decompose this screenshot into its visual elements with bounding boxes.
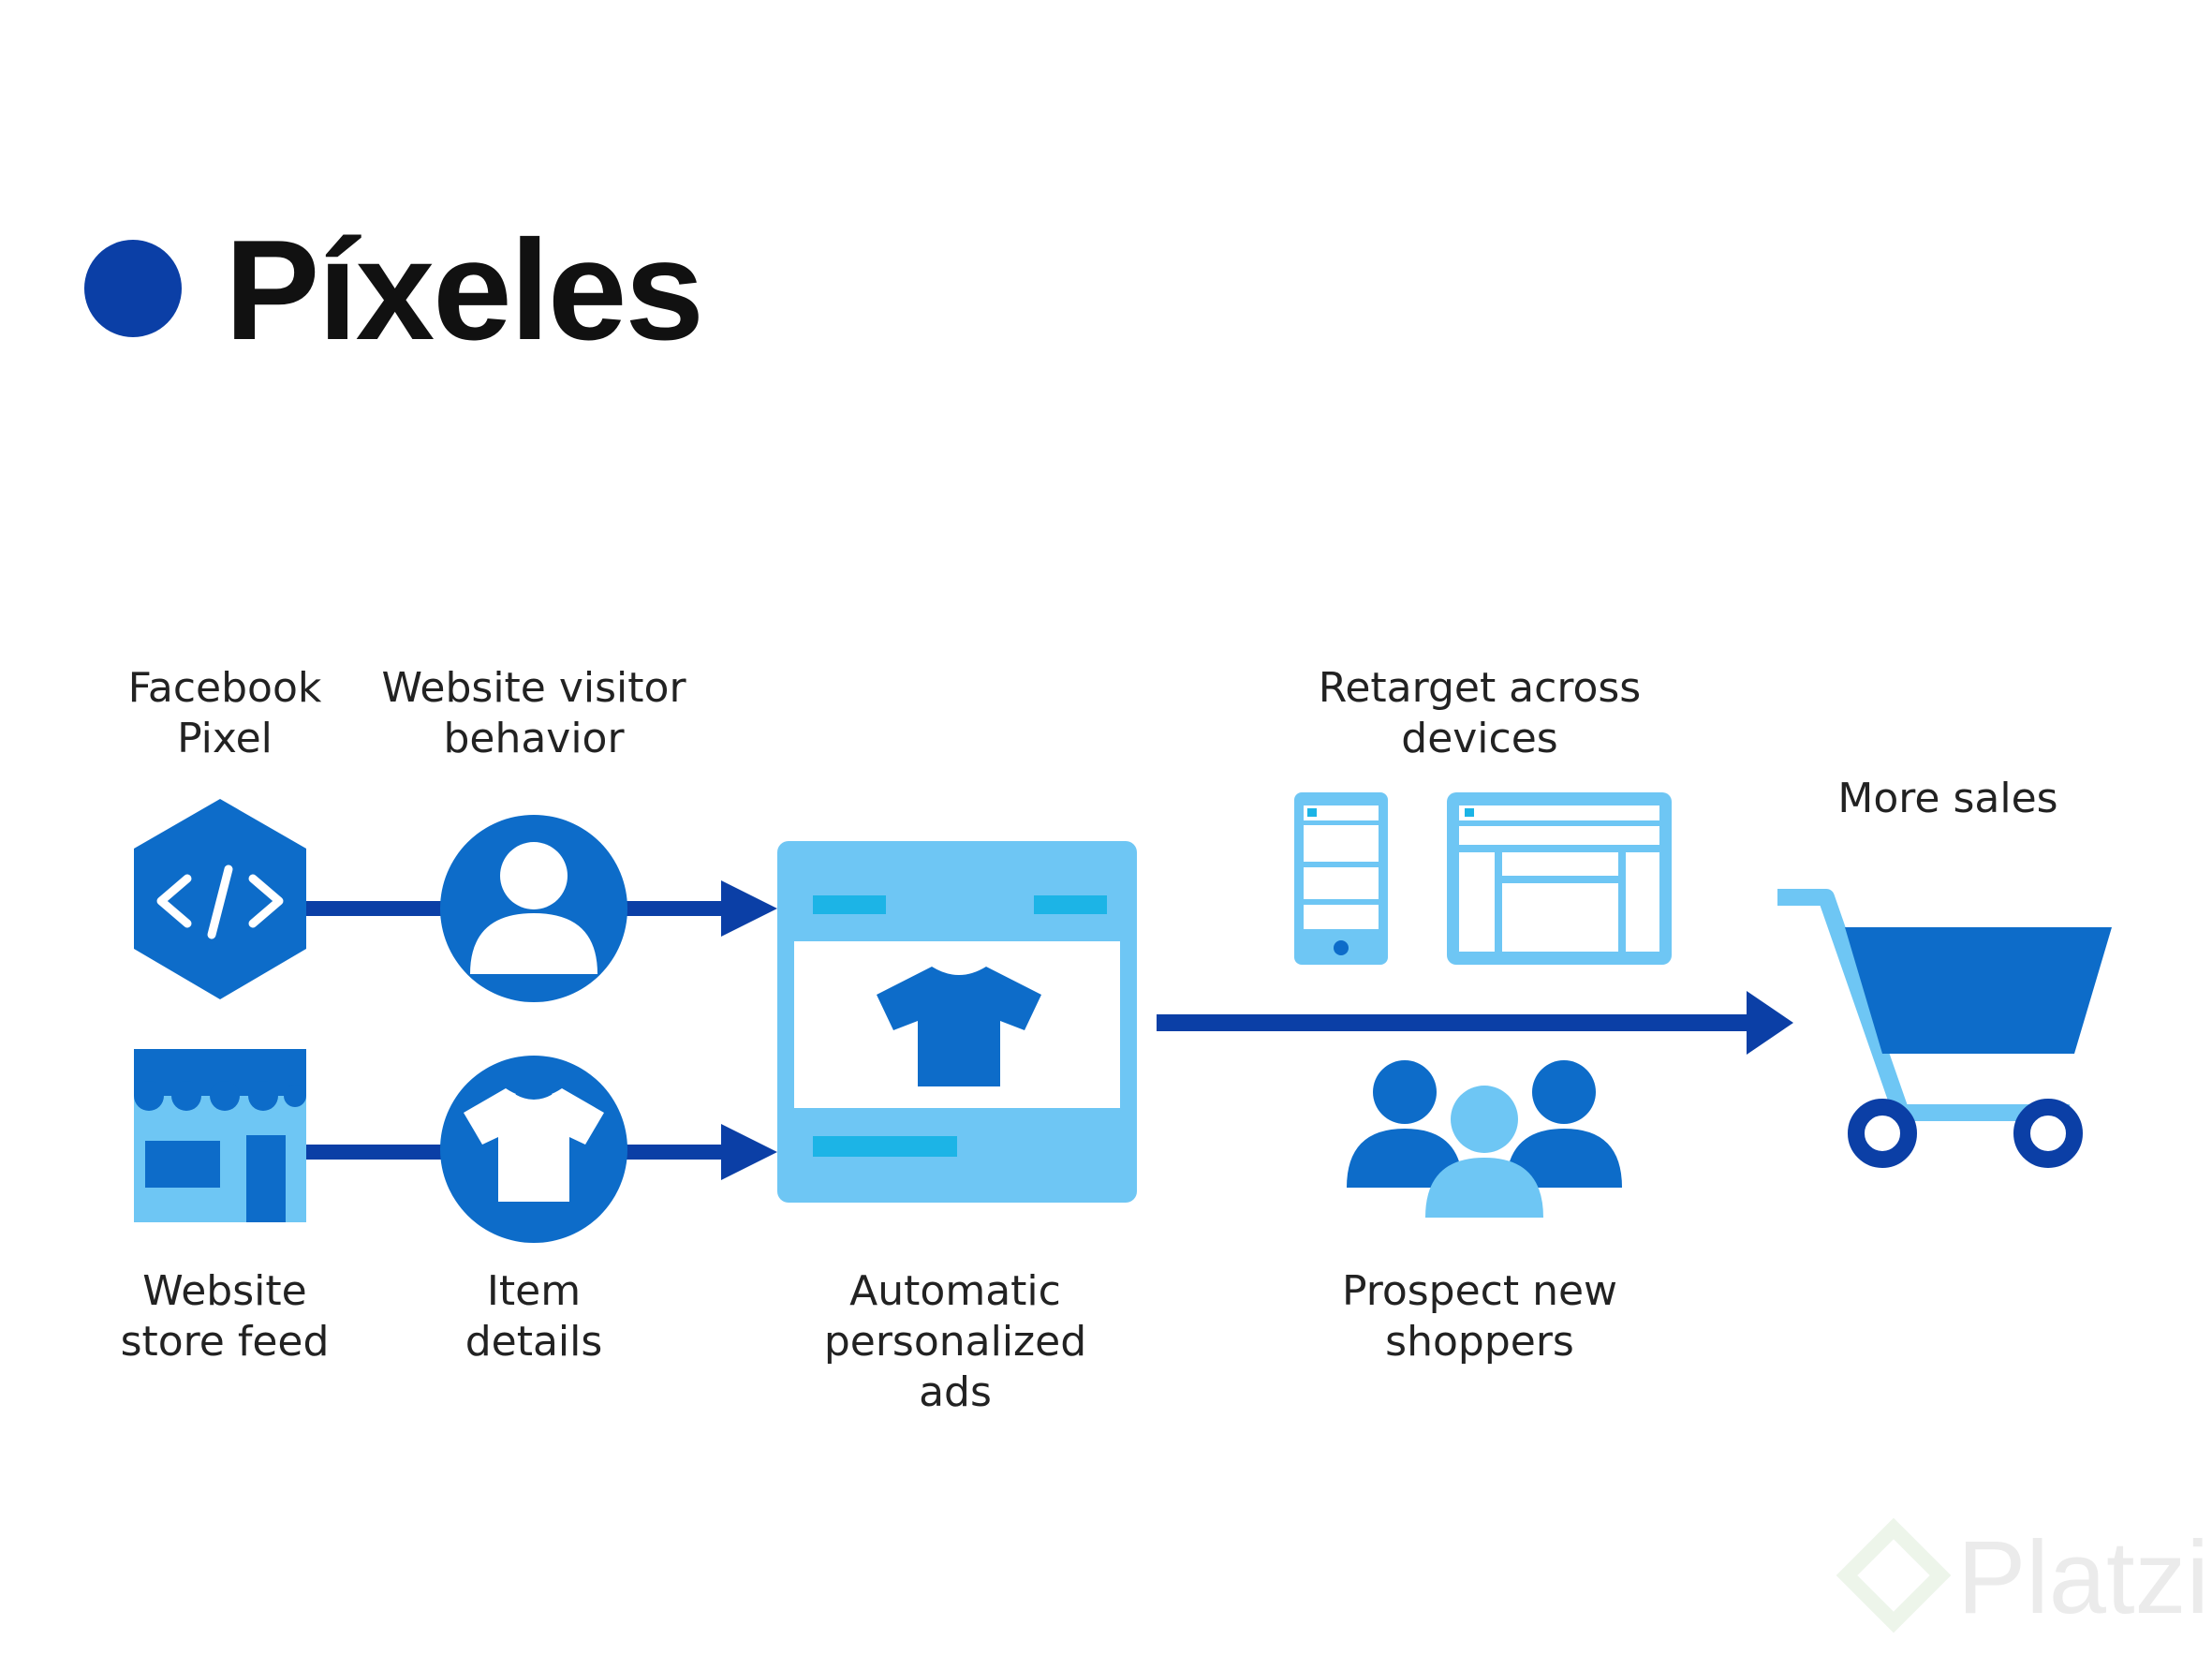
label-automatic-personalized-ads: Automatic personalized ads: [823, 1267, 1087, 1416]
item-to-ads-line: [618, 1145, 730, 1160]
phone-device-icon: [1294, 792, 1388, 965]
label-more-sales: More sales: [1837, 775, 2058, 822]
label-item-details: Item details: [465, 1267, 603, 1366]
label-website-store-feed: Website store feed: [120, 1267, 330, 1366]
ad-window-icon: [777, 841, 1137, 1203]
visitor-to-ads-arrowhead: [721, 880, 777, 937]
watermark-text: Platzi: [1957, 1520, 2209, 1635]
visitor-person-icon: [440, 815, 627, 1002]
label-prospect-new-shoppers: Prospect new shoppers: [1341, 1267, 1618, 1366]
code-hexagon-icon: [134, 799, 306, 999]
shoppers-group-icon: [1347, 1060, 1622, 1218]
item-to-ads-arrowhead: [721, 1124, 777, 1180]
connector-arrows: [300, 880, 1793, 1180]
slide-title: Píxeles: [225, 211, 704, 370]
title-bullet-icon: [84, 240, 182, 337]
label-facebook-pixel: Facebook Pixel: [127, 664, 322, 762]
shopping-cart-icon: [1777, 889, 2112, 1168]
storefront-icon: [134, 1049, 306, 1222]
browser-device-icon: [1447, 792, 1672, 965]
label-website-visitor-behavior: Website visitor behavior: [381, 664, 686, 762]
store-to-item-line: [300, 1145, 450, 1160]
platzi-logo-icon: [1836, 1517, 1952, 1633]
ads-to-sales-line: [1157, 1014, 1756, 1031]
item-tshirt-icon: [440, 1056, 627, 1243]
ads-to-sales-arrowhead: [1747, 991, 1793, 1055]
platzi-watermark: Platzi: [1826, 1517, 2209, 1639]
label-retarget-across-devices: Retarget across devices: [1318, 664, 1642, 762]
pixel-to-visitor-line: [300, 901, 450, 916]
visitor-to-ads-line: [618, 901, 730, 916]
